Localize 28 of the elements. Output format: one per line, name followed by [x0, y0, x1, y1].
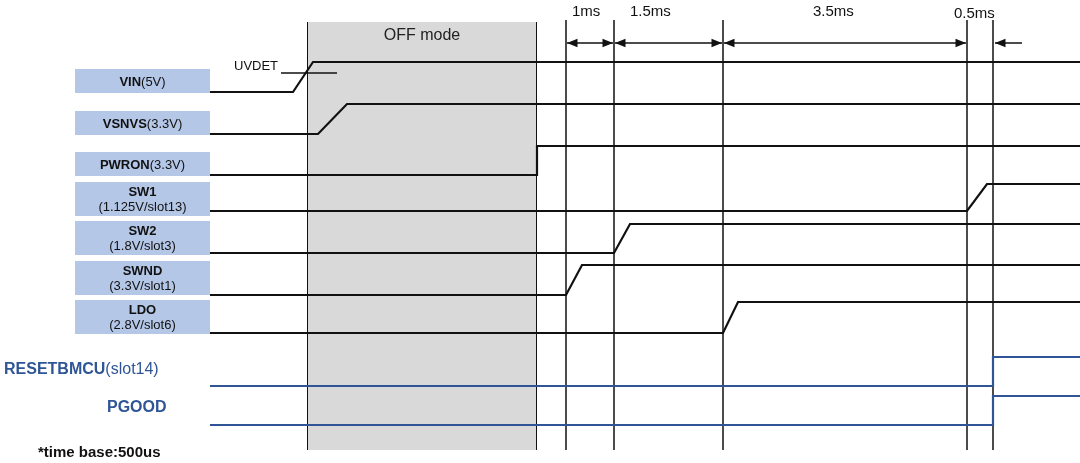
- dimension-label: 1.5ms: [630, 2, 671, 19]
- signal-label: VIN(5V): [119, 73, 166, 89]
- dimension-label: 1ms: [572, 2, 601, 19]
- signal-label: PWRON(3.3V): [99, 156, 186, 172]
- signal-value: (3.3V/slot1): [109, 278, 176, 293]
- signal-label: PGOOD: [107, 398, 167, 416]
- dimension-label: 3.5ms: [813, 2, 854, 19]
- signal-label-box: [75, 261, 210, 295]
- signal-value: (2.8V/slot6): [109, 317, 176, 332]
- signal-label-box: [75, 182, 210, 216]
- threshold-label: UVDET: [234, 58, 279, 73]
- note-text: *time base:500us: [38, 443, 161, 460]
- signal-label-box: [75, 152, 210, 176]
- signal-label-box: [75, 221, 210, 255]
- signal-label-box: [75, 300, 210, 334]
- signal-label: RESETBMCU(slot14): [4, 360, 159, 378]
- signal-label-box: [75, 69, 210, 93]
- signal-name: LDO: [128, 302, 157, 317]
- signal-name: SW2: [128, 223, 157, 238]
- signal-value: (1.125V/slot13): [98, 199, 187, 214]
- signal-label-box: [75, 111, 210, 135]
- signal-name: SWND: [122, 263, 163, 278]
- dimension-label: 0.5ms: [954, 4, 995, 21]
- signal-name: SW1: [128, 184, 157, 199]
- signal-value: (1.8V/slot3): [109, 238, 176, 253]
- off-mode-band: [307, 22, 537, 450]
- band-title: OFF mode: [382, 26, 462, 44]
- signal-label: VSNVS(3.3V): [102, 115, 183, 131]
